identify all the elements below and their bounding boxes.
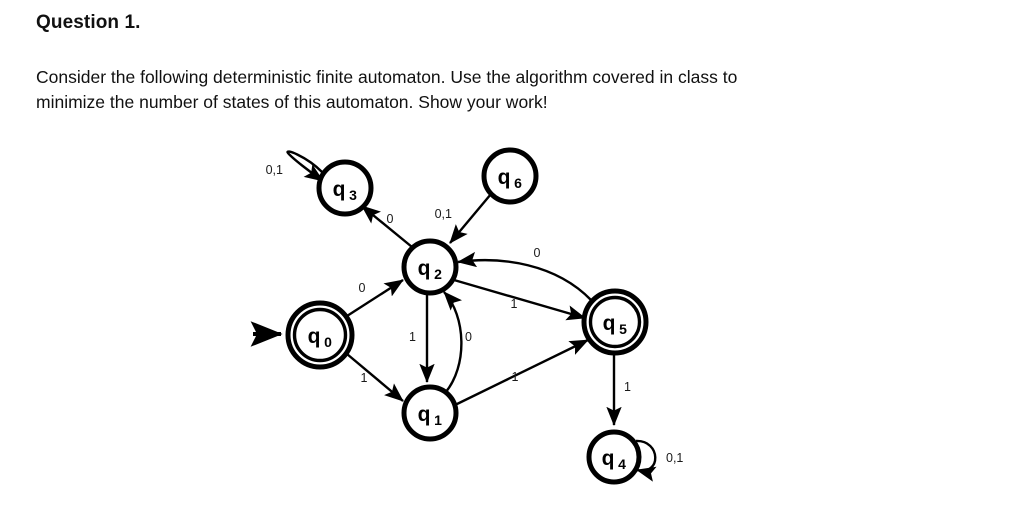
state-q0-sub: 0 xyxy=(324,334,332,350)
edge-q2-q5-path xyxy=(453,278,586,321)
edge-q0-q2: 0 xyxy=(346,278,404,318)
edge-label-q2-q1: 1 xyxy=(409,330,416,344)
state-q0-circle-outer[interactable] xyxy=(285,300,355,370)
edge-q3-self-path xyxy=(286,150,324,182)
edge-q1-q5-path xyxy=(454,338,589,407)
state-q1[interactable]: q 1 xyxy=(401,384,459,442)
state-q1-circle[interactable] xyxy=(401,384,459,442)
edge-q2-q3-path xyxy=(361,205,413,248)
state-q5-sub: 5 xyxy=(619,321,627,337)
state-q0[interactable]: q 0 xyxy=(285,300,355,370)
edge-label-q2-q5: 1 xyxy=(511,297,518,311)
automaton-svg: 0 1 0 1 0 xyxy=(250,147,683,485)
state-q4-circle[interactable] xyxy=(586,429,642,485)
edge-q6-q2: 0,1 xyxy=(435,193,492,244)
state-q0-circle-inner xyxy=(292,307,348,363)
edge-q2-q3: 0 xyxy=(361,205,413,248)
edge-label-q6-q2: 0,1 xyxy=(435,207,452,221)
edge-q0-q1: 1 xyxy=(346,353,404,402)
prompt-line-1: Consider the following deterministic fin… xyxy=(36,67,738,87)
edge-q5-q4: 1 xyxy=(606,354,631,426)
page-title: Question 1. xyxy=(36,12,141,33)
automaton-diagram: 0 1 0 1 0 xyxy=(0,128,1024,521)
edge-label-q0-q1: 1 xyxy=(361,371,368,385)
state-q3[interactable]: q 3 xyxy=(316,159,374,217)
edge-q1-q2: 0 xyxy=(443,291,472,394)
state-q3-sub: 3 xyxy=(349,187,357,203)
state-q1-label: q xyxy=(418,403,431,426)
state-q5-label: q xyxy=(603,312,616,335)
state-q5-circle-inner xyxy=(588,295,642,349)
state-q5[interactable]: q 5 xyxy=(581,288,649,356)
edge-q4-self: 0,1 xyxy=(635,439,683,482)
state-q6-sub: 6 xyxy=(514,175,522,191)
state-q3-label: q xyxy=(333,178,346,201)
edge-q1-q5: 1 xyxy=(454,338,589,407)
state-q6[interactable]: q 6 xyxy=(481,147,539,205)
edge-label-q2-q3: 0 xyxy=(387,212,394,226)
edge-q4-self-path xyxy=(635,439,657,482)
edge-label-q5-q4: 1 xyxy=(624,380,631,394)
edge-label-q1-q2: 0 xyxy=(465,330,472,344)
state-q5-circle-outer[interactable] xyxy=(581,288,649,356)
state-q2-sub: 2 xyxy=(434,266,442,282)
edge-q2-q1: 1 xyxy=(409,294,435,383)
state-q4[interactable]: q 4 xyxy=(586,429,642,485)
state-q0-label: q xyxy=(308,325,321,348)
edge-q6-q2-path xyxy=(449,193,492,244)
state-q2[interactable]: q 2 xyxy=(401,238,459,296)
state-q6-label: q xyxy=(498,166,511,189)
edge-label-q0-q2: 0 xyxy=(359,281,366,295)
edge-label-q4-self: 0,1 xyxy=(666,451,683,465)
edge-label-q3-self: 0,1 xyxy=(266,163,283,177)
edge-q2-q5: 1 xyxy=(453,278,586,321)
edge-q5-q2: 0 xyxy=(457,246,592,301)
edge-q5-q2-path xyxy=(457,251,592,301)
state-q4-label: q xyxy=(602,447,615,470)
edge-label-q1-q5: 1 xyxy=(512,370,519,384)
state-q1-sub: 1 xyxy=(434,412,442,428)
edge-q3-self: 0,1 xyxy=(266,150,324,182)
state-q2-circle[interactable] xyxy=(401,238,459,296)
state-q3-circle[interactable] xyxy=(316,159,374,217)
state-q4-sub: 4 xyxy=(618,456,626,472)
question-prompt: Consider the following deterministic fin… xyxy=(36,65,966,115)
prompt-line-2: minimize the number of states of this au… xyxy=(36,92,548,112)
state-q2-label: q xyxy=(418,257,431,280)
edge-q0-q2-path xyxy=(346,278,404,318)
edge-q0-q1-path xyxy=(346,353,404,402)
edge-label-q5-q2: 0 xyxy=(534,246,541,260)
edge-q1-q2-path xyxy=(443,291,463,394)
state-q6-circle[interactable] xyxy=(481,147,539,205)
